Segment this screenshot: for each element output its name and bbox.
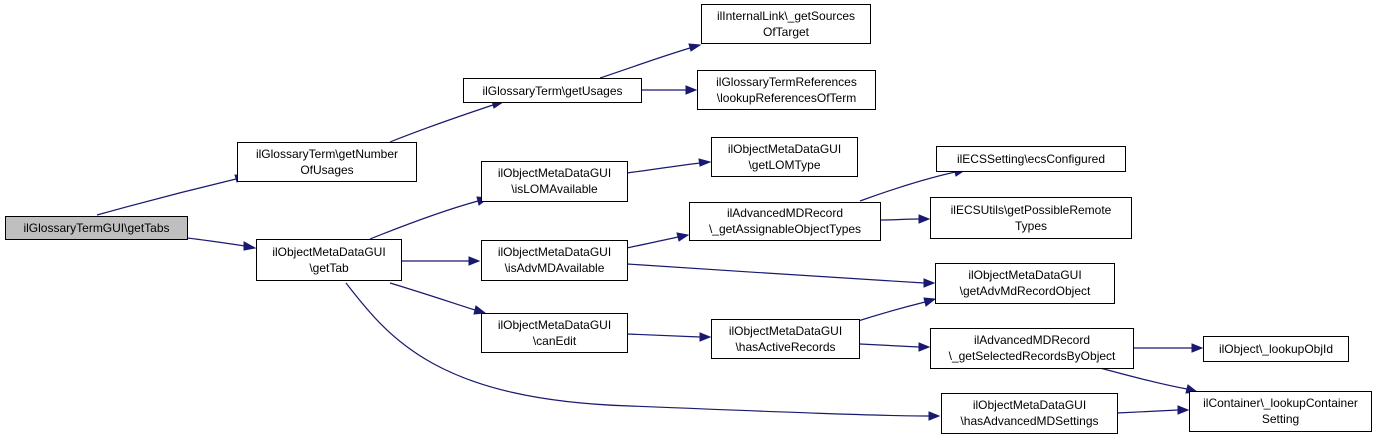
- node-label: ilObject\_lookupObjId: [1219, 342, 1333, 356]
- node-lookupreferencesofterm[interactable]: ilGlossaryTermReferences \lookupReferenc…: [697, 70, 876, 110]
- node-label-line2: \_getSelectedRecordsByObject: [949, 349, 1116, 363]
- edge-getselectedrecordsbyobject-to-lookupcontainersetting: [1099, 367, 1199, 394]
- node-label-line2: \isAdvMDAvailable: [505, 261, 605, 275]
- node-getassignableobjecttypes[interactable]: ilAdvancedMDRecord \_getAssignableObject…: [689, 202, 881, 241]
- node-lookupcontainersetting[interactable]: ilContainer\_lookupContainer Setting: [1189, 391, 1372, 432]
- node-label-line2: \hasAdvancedMDSettings: [960, 414, 1098, 428]
- node-gettab[interactable]: ilObjectMetaDataGUI \getTab: [256, 239, 402, 281]
- node-label-line1: ilObjectMetaDataGUI: [498, 318, 611, 332]
- edge-gettab-to-canedit: [389, 282, 487, 315]
- node-hasactiverecords[interactable]: ilObjectMetaDataGUI \hasActiveRecords: [711, 319, 860, 359]
- node-getsourcesoftarget[interactable]: ilInternalLink\_getSources OfTarget: [701, 4, 871, 44]
- node-label-line1: ilObjectMetaDataGUI: [968, 268, 1081, 282]
- node-label: ilECSSetting\ecsConfigured: [957, 152, 1105, 166]
- edge-gettabs-to-getnumberofusages: [96, 174, 248, 216]
- node-label-line1: ilGlossaryTerm\getNumber: [256, 147, 398, 161]
- node-root-gettabs[interactable]: ilGlossaryTermGUI\getTabs: [5, 216, 188, 240]
- node-label-line2: \_getAssignableObjectTypes: [709, 222, 861, 236]
- node-label-line1: ilECSUtils\getPossibleRemote: [951, 203, 1112, 217]
- edge-hasactiverecords-to-getselectedrecordsbyobject: [859, 342, 931, 352]
- node-label-line2: \getTab: [309, 261, 349, 275]
- node-getpossibleremotetypes[interactable]: ilECSUtils\getPossibleRemote Types: [930, 197, 1132, 239]
- edge-isadvmdavailable-to-getassignableobjecttypes: [626, 232, 690, 249]
- node-label-line2: OfTarget: [763, 25, 810, 39]
- edge-gettab-to-islomavailable: [369, 196, 490, 240]
- node-label-line2: OfUsages: [300, 163, 353, 177]
- edge-getselectedrecordsbyobject-to-lookupobjid: [1133, 343, 1204, 353]
- edge-getassignableobjecttypes-to-ecsconfigured: [859, 167, 967, 202]
- node-label-line1: ilAdvancedMDRecord: [727, 206, 843, 220]
- node-label-line1: ilContainer\_lookupContainer: [1203, 396, 1358, 410]
- node-label-line1: ilAdvancedMDRecord: [974, 333, 1090, 347]
- node-label: ilGlossaryTerm\getUsages: [482, 84, 622, 98]
- edge-hasactiverecords-to-getadvmdrecordobject: [857, 297, 937, 322]
- edge-getusages-to-getsourcesoftarget: [599, 43, 702, 79]
- node-label-line2: \canEdit: [533, 334, 577, 348]
- node-getnumberofusages[interactable]: ilGlossaryTerm\getNumber OfUsages: [237, 142, 417, 182]
- edge-gettabs-to-gettab: [186, 237, 257, 251]
- node-hasadvancedmdsettings[interactable]: ilObjectMetaDataGUI \hasAdvancedMDSettin…: [941, 393, 1118, 434]
- node-getusages[interactable]: ilGlossaryTerm\getUsages: [463, 78, 642, 103]
- node-getlomtype[interactable]: ilObjectMetaDataGUI \getLOMType: [711, 137, 858, 177]
- node-label-line2: \getLOMType: [748, 158, 820, 172]
- node-label-line1: ilInternalLink\_getSources: [717, 9, 855, 23]
- node-canedit[interactable]: ilObjectMetaDataGUI \canEdit: [481, 313, 628, 353]
- node-label-line2: Setting: [1262, 412, 1299, 426]
- node-getadvmdrecordobject[interactable]: ilObjectMetaDataGUI \getAdvMdRecordObjec…: [935, 263, 1115, 304]
- edge-gettab-to-isadvmdavailable: [401, 256, 481, 266]
- node-isadvmdavailable[interactable]: ilObjectMetaDataGUI \isAdvMDAvailable: [481, 240, 628, 281]
- node-lookupobjid[interactable]: ilObject\_lookupObjId: [1203, 336, 1349, 362]
- node-ecsconfigured[interactable]: ilECSSetting\ecsConfigured: [936, 146, 1126, 172]
- edge-getassignableobjecttypes-to-getpossibleremotetypes: [879, 214, 931, 224]
- edge-islomavailable-to-getlomtype: [626, 158, 712, 174]
- node-label-line2: \lookupReferencesOfTerm: [717, 91, 856, 105]
- node-label-line1: ilGlossaryTermReferences: [716, 75, 857, 89]
- node-islomavailable[interactable]: ilObjectMetaDataGUI \isLOMAvailable: [481, 161, 628, 202]
- node-label-line2: \getAdvMdRecordObject: [960, 284, 1091, 298]
- node-label-line1: ilObjectMetaDataGUI: [272, 245, 385, 259]
- edge-isadvmdavailable-to-getadvmdrecordobject: [626, 263, 936, 288]
- node-getselectedrecordsbyobject[interactable]: ilAdvancedMDRecord \_getSelectedRecordsB…: [930, 328, 1134, 369]
- node-label-line1: ilObjectMetaDataGUI: [498, 166, 611, 180]
- edge-gettab-to-hasadvancedmdsettings: [345, 282, 941, 421]
- node-label-line1: ilObjectMetaDataGUI: [728, 142, 841, 156]
- edge-hasadvancedmdsettings-to-lookupcontainersetting: [1116, 405, 1190, 415]
- node-label-line2: \hasActiveRecords: [735, 340, 835, 354]
- edge-getusages-to-lookupreferencesofterm: [641, 85, 698, 95]
- node-label-line1: ilObjectMetaDataGUI: [973, 398, 1086, 412]
- node-label: ilGlossaryTermGUI\getTabs: [23, 221, 169, 235]
- node-label-line1: ilObjectMetaDataGUI: [729, 324, 842, 338]
- node-label-line2: Types: [1015, 219, 1047, 233]
- edge-getnumberofusages-to-getusages: [389, 100, 505, 143]
- edge-canedit-to-hasactiverecords: [626, 332, 712, 342]
- node-label-line1: ilObjectMetaDataGUI: [498, 245, 611, 259]
- node-label-line2: \isLOMAvailable: [511, 182, 598, 196]
